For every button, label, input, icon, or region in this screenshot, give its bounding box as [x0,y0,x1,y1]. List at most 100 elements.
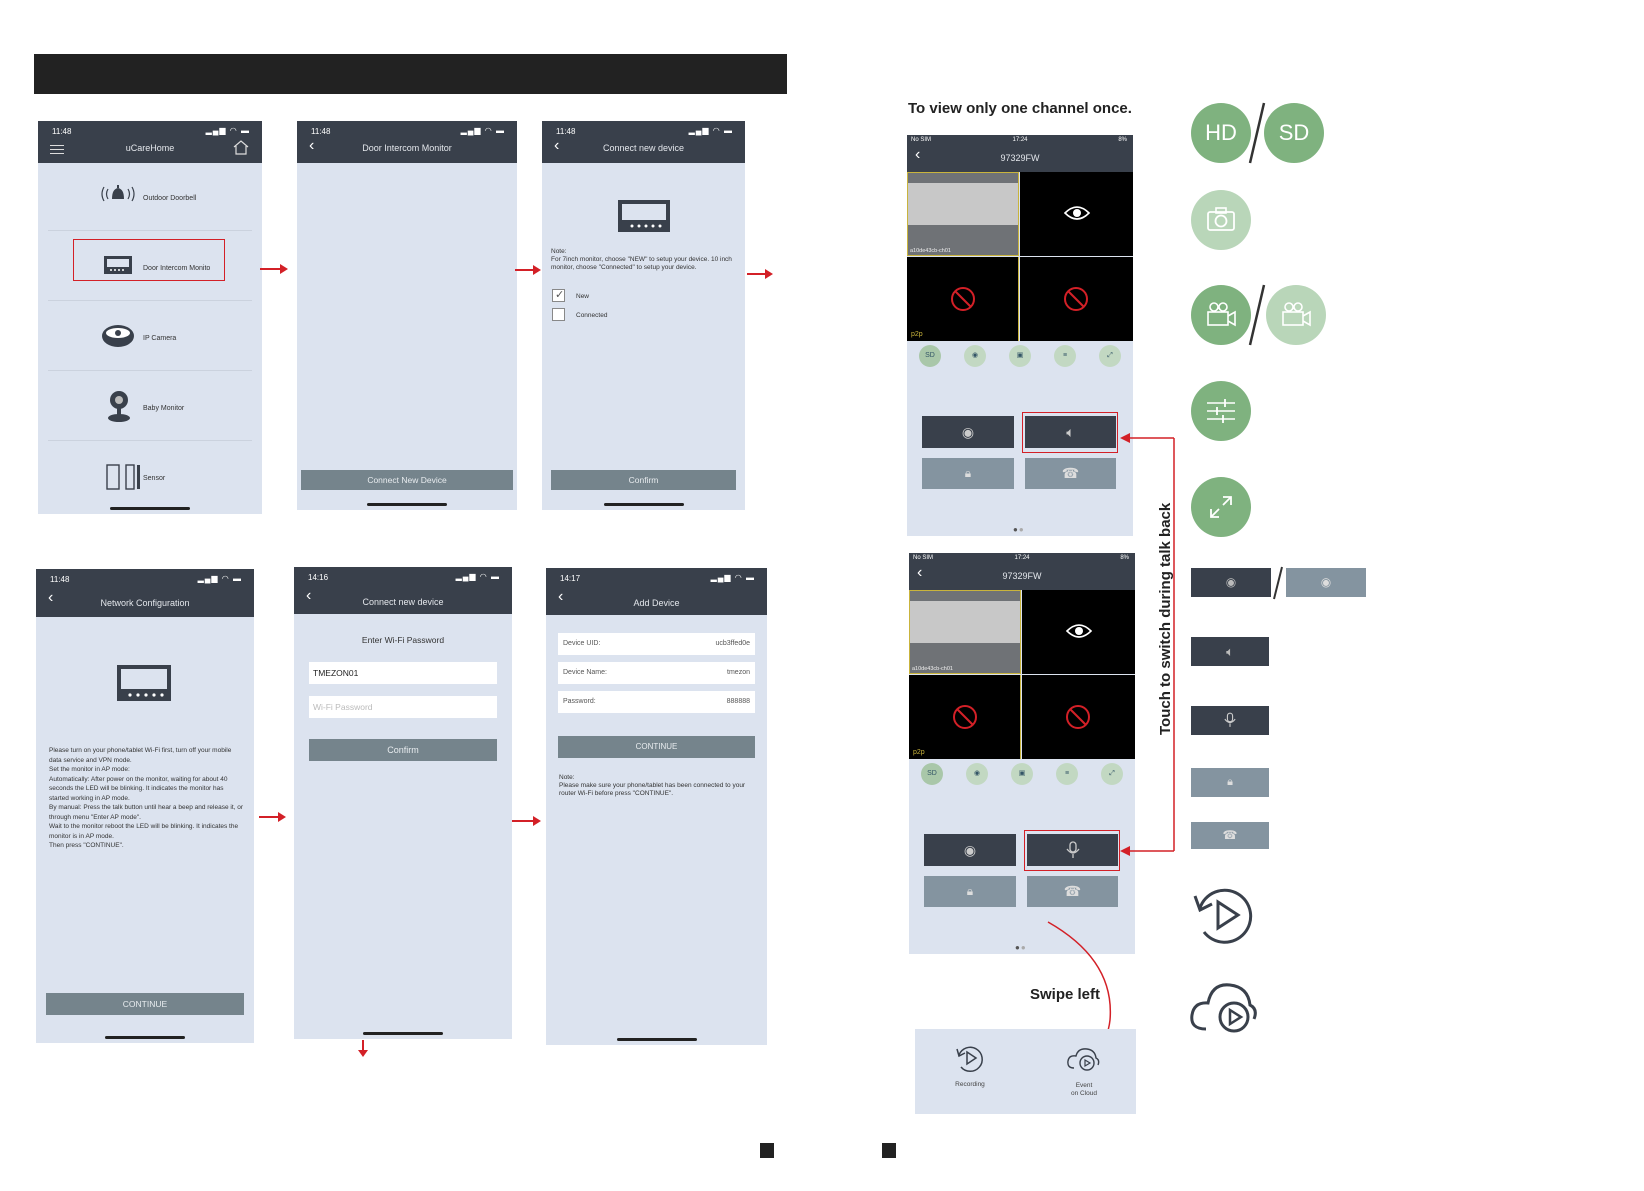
home-icon[interactable] [232,139,250,155]
field-label: Device Name: [563,669,607,676]
view-button[interactable]: ◉ [924,834,1016,866]
back-icon[interactable]: ‹ [915,146,921,163]
carrier-text: No SIM [913,555,934,561]
wifi-heading: Enter Wi-Fi Password [361,635,445,645]
hangup-button[interactable]: ☎︎ [1027,876,1118,907]
sd-button[interactable]: SD [921,763,943,785]
page-marker [882,1143,896,1158]
note-title: Note: [559,774,575,781]
channel-cell[interactable]: p2p [907,257,1019,341]
speaker-button[interactable]: 🔈︎ [1025,416,1116,448]
back-icon[interactable]: ‹ [306,587,312,604]
continue-button[interactable]: CONTINUE [558,736,755,758]
status-time: 11:48 [556,127,576,136]
sd-button[interactable]: SD [919,345,941,367]
page-title: Network Configuration [100,598,190,608]
field-label: Device UID: [563,640,601,647]
channel-cell[interactable] [1020,257,1133,341]
arrow-down-icon [358,1040,368,1057]
slash-divider [1273,566,1283,600]
channel-cell[interactable] [1022,590,1135,674]
back-icon[interactable]: ‹ [558,588,564,605]
eye-icon: ◉ [1320,575,1332,589]
instructions-text: Please turn on your phone/tablet Wi-Fi f… [49,747,244,849]
fullscreen-icon[interactable]: ⤢ [1101,763,1123,785]
channel-cell[interactable]: p2p [909,675,1021,759]
microphone-button[interactable] [1027,834,1118,866]
sensor-icon [106,463,142,491]
home-indicator [616,1038,697,1041]
list-item-door-intercom[interactable]: Door Intercom Monito [48,233,252,301]
confirm-button[interactable]: Confirm [309,739,497,761]
back-icon[interactable]: ‹ [554,137,560,154]
checkbox-new[interactable]: ✓ [552,289,565,302]
unlock-button[interactable]: 🔒︎ [924,876,1016,907]
home-indicator [367,503,447,506]
confirm-button[interactable]: Confirm [551,470,736,490]
lock-icon: 🔒︎ [966,884,974,898]
speaker-icon: 🔈︎ [1226,644,1234,659]
page-title: Connect new device [362,597,444,607]
status-time: 14:17 [560,574,581,583]
list-item-label: IP Camera [143,335,177,342]
record-icon[interactable]: ▣ [1009,345,1031,367]
device-uid-field[interactable]: Device UID: ucb3ffed0e [558,633,755,655]
checkbox-connected[interactable] [552,308,565,321]
feed-label: a10de43cb-ch01 [912,666,953,672]
camera-feed[interactable]: a10de43cb-ch01 [909,590,1021,674]
wifi-password-input[interactable]: Wi-Fi Password [309,696,497,718]
list-item-sensor[interactable]: Sensor [48,443,252,511]
password-field[interactable]: Password: 888888 [558,691,755,713]
recording-button[interactable] [953,1041,987,1075]
snapshot-icon[interactable]: ◉ [964,345,986,367]
continue-button[interactable]: CONTINUE [46,993,244,1015]
camera-feed[interactable]: a10de43cb-ch01 [907,172,1019,256]
page-dots: ●● [1013,525,1025,534]
recording-label: Recording [955,1081,985,1088]
wifi-ssid-input[interactable]: TMEZON01 [309,662,497,684]
menu-icon[interactable] [50,145,64,154]
snapshot-icon[interactable]: ◉ [966,763,988,785]
field-label: Password: [563,698,596,705]
hangup-button[interactable]: ☎︎ [1025,458,1116,489]
status-bar: No SIM 17:24 8% ‹ 97329FW [907,135,1133,172]
phone-enter-wifi: 14:16 ▂▄▆ ◠ ▬ ‹ Connect new device Enter… [294,567,512,1039]
home-indicator [603,503,684,506]
channel-cell[interactable] [1020,172,1133,256]
record-icon[interactable]: ▣ [1011,763,1033,785]
fullscreen-icon[interactable]: ⤢ [1099,345,1121,367]
device-name-field[interactable]: Device Name: tmezon [558,662,755,684]
unlock-button[interactable]: 🔒︎ [922,458,1014,489]
hangup-legend: ☎︎ [1191,822,1269,849]
list-item-outdoor-doorbell[interactable]: Outdoor Doorbell [48,163,252,231]
signal-icon: ▂▄▆ ◠ ▬ [455,572,500,581]
list-item-ip-camera[interactable]: IP Camera [48,303,252,371]
live-view-screen-1: No SIM 17:24 8% ‹ 97329FW a10de43cb-ch01… [907,135,1133,536]
snapshot-legend-icon [1191,190,1251,250]
slash-divider [1248,102,1266,164]
monitor-icon [103,255,133,275]
feed-label: a10de43cb-ch01 [910,248,951,254]
channel-cell[interactable] [1022,675,1135,759]
back-icon[interactable]: ‹ [309,137,315,154]
settings-icon[interactable]: ≡ [1054,345,1076,367]
arrow-right-icon [515,265,541,275]
lock-icon: 🔒︎ [1227,776,1233,788]
connect-new-device-button[interactable]: Connect New Device [301,470,513,490]
back-icon[interactable]: ‹ [48,589,54,606]
speaker-legend: 🔈︎ [1191,637,1269,666]
view-button[interactable]: ◉ [922,416,1014,448]
home-indicator [105,1036,185,1039]
page-title: Add Device [633,598,680,608]
feed-image [910,601,1020,643]
status-bar: 11:48 ▂▄▆ ◠ ▬ uCareHome [38,121,262,163]
back-icon[interactable]: ‹ [917,564,923,581]
eye-icon: ◉ [963,842,977,858]
list-item-baby-monitor[interactable]: Baby Monitor [48,373,252,441]
record-off-legend-icon [1266,285,1326,345]
event-cloud-button[interactable] [1066,1044,1100,1072]
arrow-right-icon [512,816,541,826]
sd-icon: SD [1264,103,1324,163]
settings-icon[interactable]: ≡ [1056,763,1078,785]
note-text: For 7inch monitor, choose "NEW" to setup… [551,256,732,271]
